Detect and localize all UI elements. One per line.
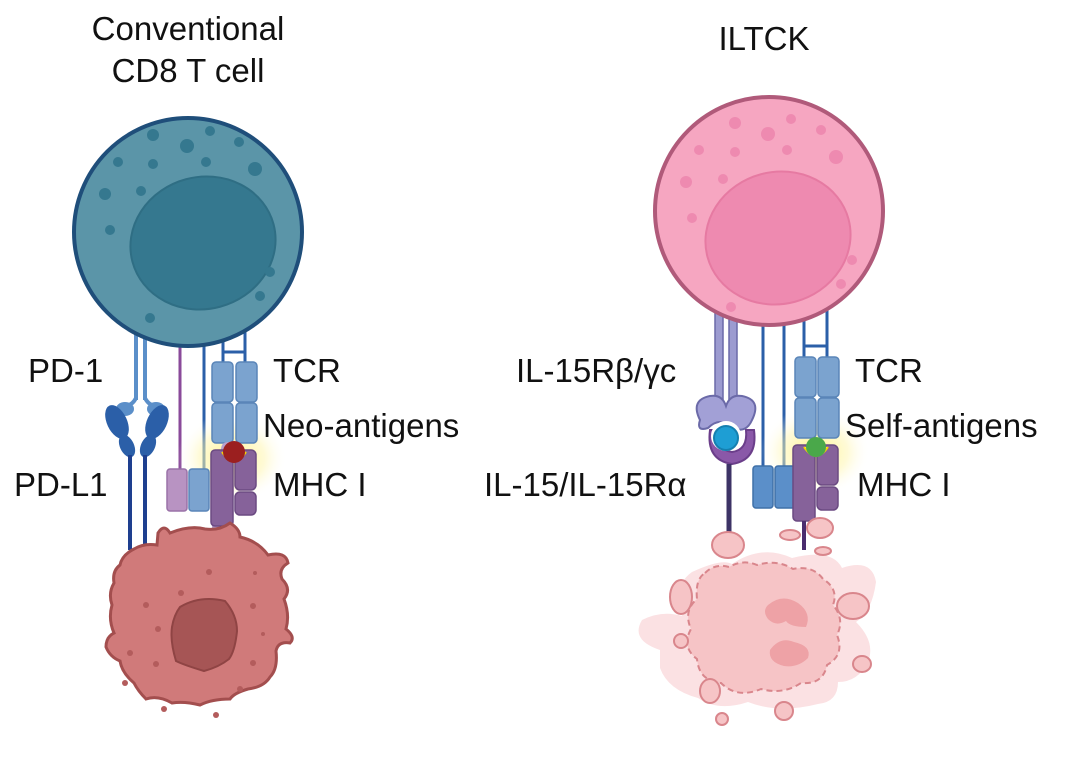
mhc-i-complex (210, 442, 257, 545)
left-title-line2: CD8 T cell (112, 52, 265, 89)
right-panel: ILTCK (484, 20, 1038, 726)
coreceptor-1 (752, 465, 774, 509)
iltck-granules (680, 114, 857, 312)
apoptotic-target-cell (638, 517, 876, 726)
mhc-i-label-left: MHC I (273, 466, 367, 503)
mhc-i-label-right: MHC I (857, 466, 951, 503)
cd3-coreceptor (188, 468, 210, 512)
il15r-label: IL-15Rβ/γc (516, 352, 676, 389)
left-panel: Conventional CD8 T cell (14, 10, 459, 718)
neo-antigen (223, 441, 245, 463)
coreceptor-2 (774, 465, 796, 509)
tumor-nucleus (170, 598, 239, 673)
tcr-label-right: TCR (855, 352, 923, 389)
iltck-nucleus (704, 170, 852, 306)
granules (99, 126, 275, 323)
tcr-label: TCR (273, 352, 341, 389)
tumor-cell (104, 521, 294, 718)
pdl1-label: PD-L1 (14, 466, 108, 503)
tcr-complex (211, 361, 258, 444)
tcr-complex-right (794, 356, 840, 439)
self-antigen (806, 437, 826, 457)
il15-cytokine (713, 425, 739, 451)
il15-label: IL-15/IL-15Rα (484, 466, 687, 503)
cd8-coreceptor (166, 468, 188, 512)
neo-antigens-label: Neo-antigens (263, 407, 459, 444)
t-cell-nucleus (129, 175, 277, 311)
left-title-line1: Conventional (92, 10, 285, 47)
pd1-label: PD-1 (28, 352, 103, 389)
self-antigens-label: Self-antigens (845, 407, 1038, 444)
cd8-t-cell (72, 116, 304, 348)
iltck-cell (653, 95, 885, 327)
right-title: ILTCK (718, 20, 809, 57)
il15r-beta-gamma-receptor (695, 309, 757, 431)
pdl1-ligand (105, 405, 169, 550)
